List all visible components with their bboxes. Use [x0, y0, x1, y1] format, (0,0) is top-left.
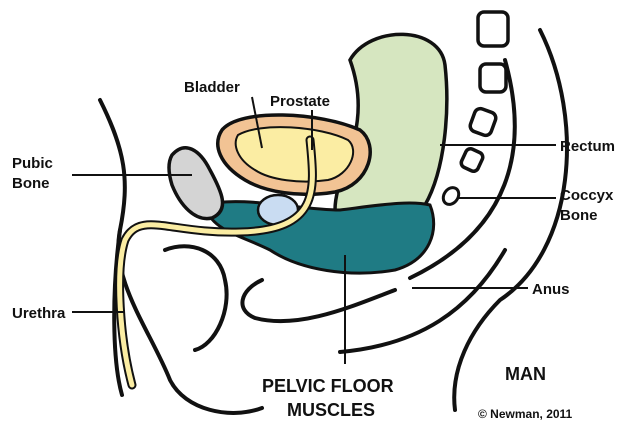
- pubic-bone: [169, 148, 223, 219]
- label-pubic-bone-2: Bone: [12, 175, 50, 192]
- coccyx-bone: [440, 185, 462, 208]
- vertebra: [478, 12, 508, 46]
- title-man: MAN: [505, 364, 546, 384]
- label-coccyx-1: Coccyx: [560, 187, 614, 204]
- vertebra: [480, 64, 506, 92]
- label-pelvic-floor-2: MUSCLES: [287, 400, 375, 420]
- label-bladder: Bladder: [184, 79, 240, 96]
- label-urethra: Urethra: [12, 305, 66, 322]
- label-pubic-bone-1: Pubic: [12, 155, 53, 172]
- perineum-outline: [242, 280, 395, 321]
- label-rectum: Rectum: [560, 138, 615, 155]
- label-pelvic-floor-1: PELVIC FLOOR: [262, 376, 394, 396]
- label-anus: Anus: [532, 281, 570, 298]
- credit: © Newman, 2011: [478, 407, 573, 421]
- pelvic-floor-muscles: [205, 202, 434, 274]
- scrotum-outline: [165, 246, 227, 350]
- label-coccyx-2: Bone: [560, 207, 598, 224]
- vertebra: [460, 147, 485, 173]
- vertebra: [469, 107, 498, 137]
- label-prostate: Prostate: [270, 93, 330, 110]
